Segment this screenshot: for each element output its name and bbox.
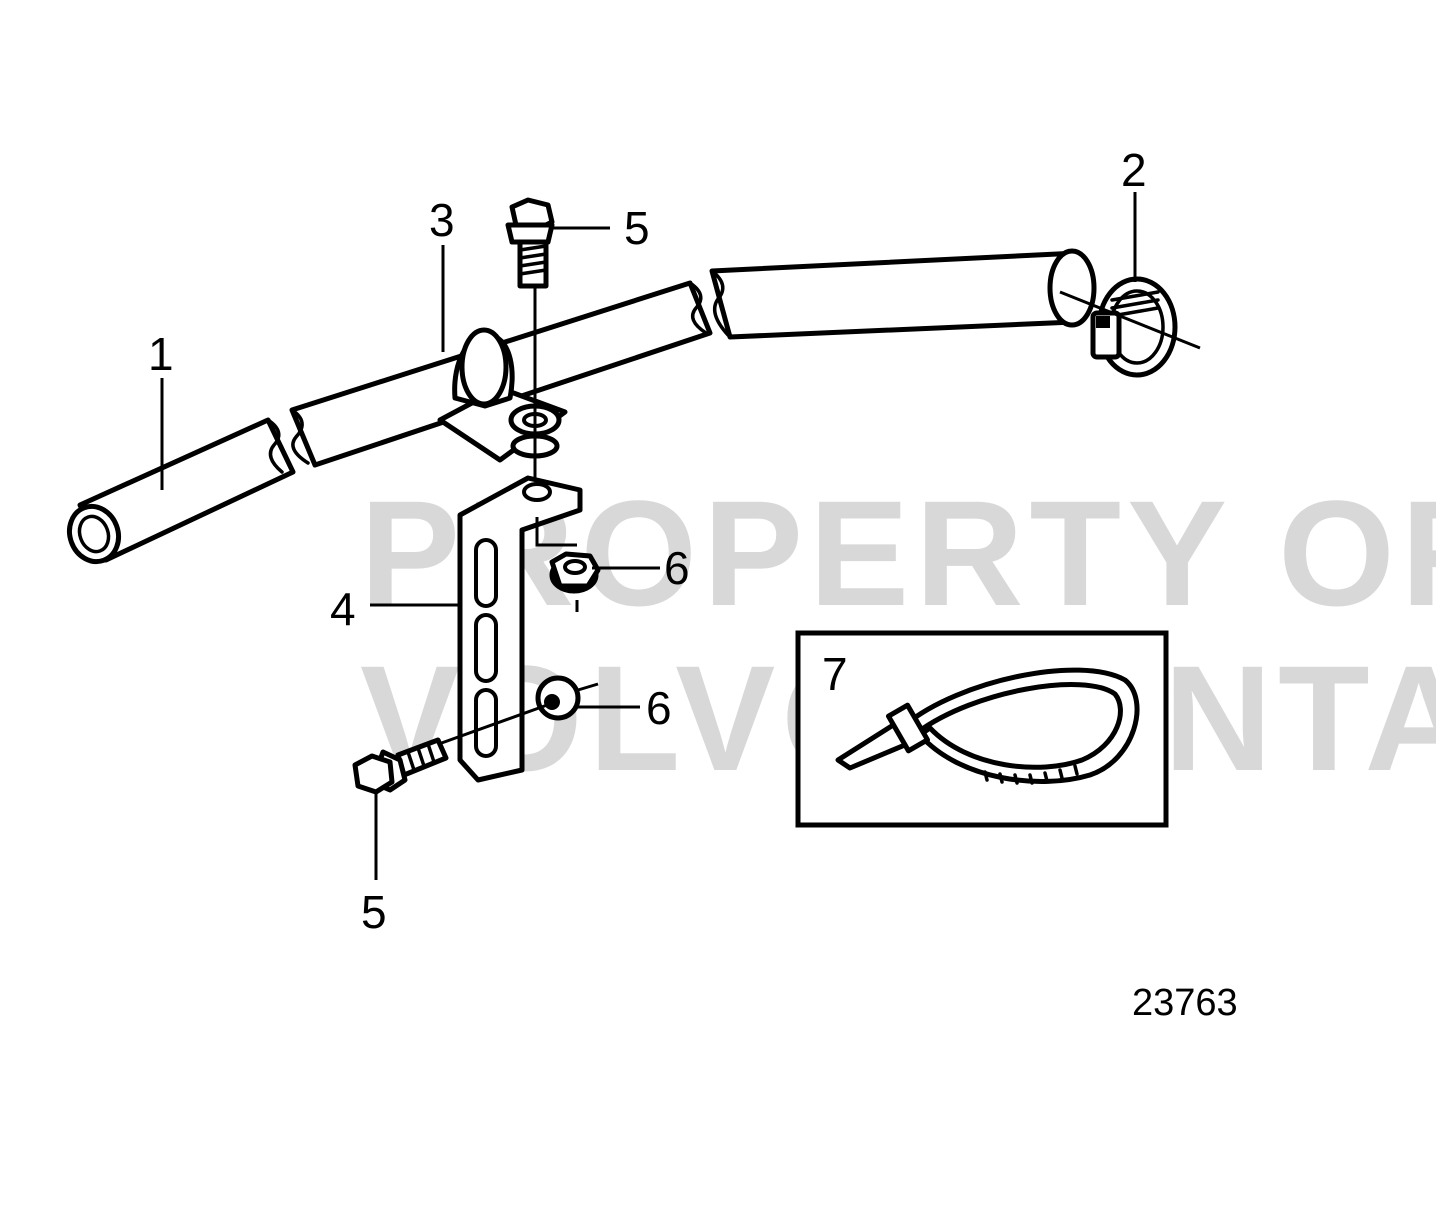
nut-bottom	[535, 675, 599, 721]
bracket	[457, 475, 583, 783]
figure-number: 23763	[1132, 982, 1238, 1024]
callout-nut-bottom: 6	[646, 682, 672, 734]
cable-tie-inset	[795, 630, 1169, 828]
nut-top	[549, 551, 601, 612]
leader-lines	[160, 192, 1137, 880]
callout-screw-bottom: 5	[361, 886, 387, 938]
screw-top	[505, 197, 555, 480]
hose-clamp	[1059, 276, 1201, 378]
callout-clamp: 3	[429, 194, 455, 246]
callout-cable-tie: 7	[822, 648, 848, 700]
screw-bottom	[352, 702, 551, 795]
callout-screw-top: 5	[624, 202, 650, 254]
callout-labels: 1 2 3 4 5 5 6 6 7	[148, 144, 1147, 938]
callout-hose-clamp: 2	[1121, 144, 1147, 196]
callout-hose: 1	[148, 328, 174, 380]
callout-nut-top: 6	[664, 542, 690, 594]
callout-bracket: 4	[330, 583, 356, 635]
